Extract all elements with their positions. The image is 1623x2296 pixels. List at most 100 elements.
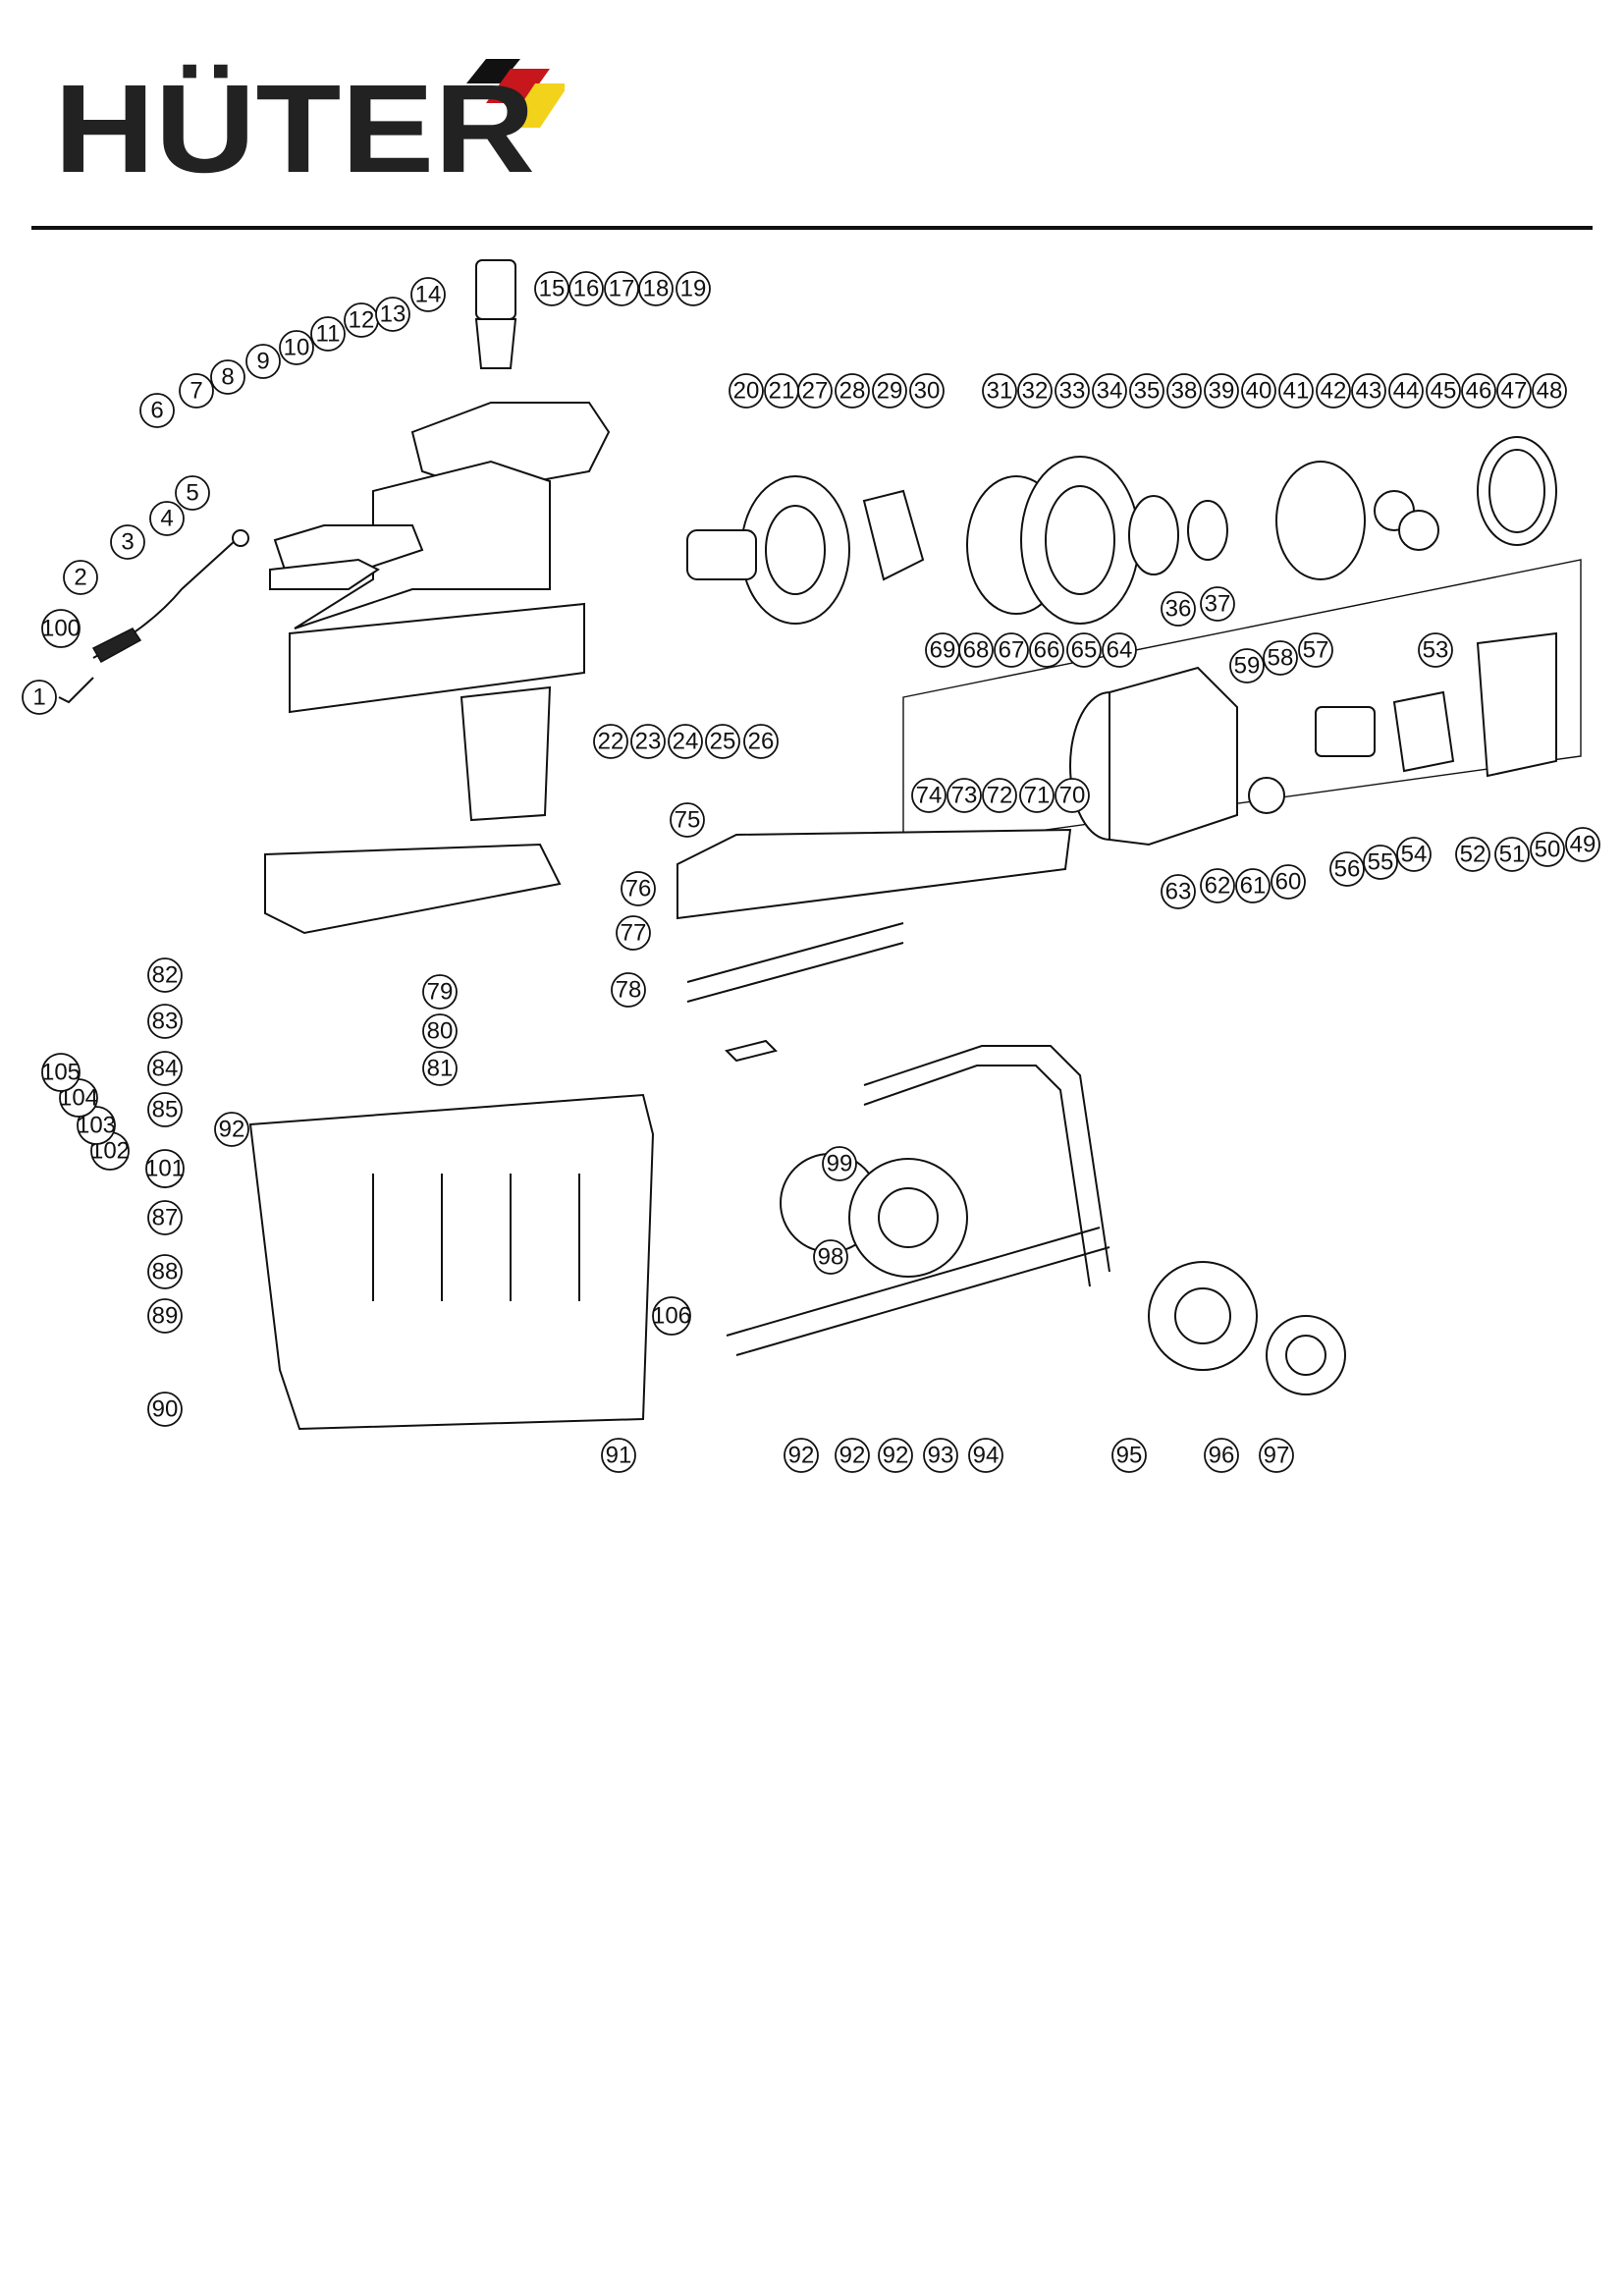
part-label: 23: [630, 724, 666, 759]
part-label: 90: [147, 1392, 183, 1427]
part-label: 79: [422, 974, 458, 1010]
part-label: 92: [784, 1438, 819, 1473]
part-number: 57: [1303, 637, 1329, 664]
part-number: 77: [621, 920, 647, 947]
part-label: 42: [1316, 373, 1351, 409]
part-label: 21: [764, 373, 799, 409]
part-label: 84: [147, 1051, 183, 1086]
part-number: 38: [1171, 378, 1198, 405]
brand-wordmark: HÜTER: [54, 59, 535, 187]
part-number: 26: [748, 729, 775, 755]
part-label: 20: [729, 373, 764, 409]
part-label: 54: [1396, 837, 1432, 872]
part-label: 38: [1166, 373, 1202, 409]
part-number: 87: [152, 1205, 179, 1231]
part-label: 49: [1565, 827, 1600, 862]
part-label: 46: [1461, 373, 1496, 409]
part-label: 69: [925, 632, 960, 668]
part-number: 45: [1431, 378, 1457, 405]
part-label: 58: [1263, 640, 1298, 676]
part-number: 97: [1264, 1443, 1290, 1469]
part-number: 16: [573, 276, 600, 302]
part-label: 36: [1161, 591, 1196, 627]
part-label: 50: [1530, 832, 1565, 867]
part-label: 100: [41, 609, 81, 648]
part-number: 64: [1107, 637, 1133, 664]
part-number: 24: [673, 729, 699, 755]
part-label: 11: [310, 316, 346, 352]
part-number: 79: [427, 979, 454, 1006]
part-label: 76: [621, 871, 656, 906]
part-number: 19: [680, 276, 707, 302]
part-label: 14: [410, 277, 446, 312]
part-label: 66: [1029, 632, 1064, 668]
part-label: 67: [994, 632, 1029, 668]
part-number: 9: [256, 349, 269, 375]
part-number: 100: [41, 616, 81, 642]
part-number: 67: [999, 637, 1025, 664]
part-number: 55: [1368, 849, 1394, 876]
part-number: 32: [1022, 378, 1049, 405]
part-label: 91: [601, 1438, 636, 1473]
part-label: 98: [813, 1239, 848, 1275]
part-label: 35: [1129, 373, 1164, 409]
part-number: 75: [675, 807, 701, 834]
part-number: 82: [152, 962, 179, 989]
part-label: 12: [344, 302, 379, 338]
part-label: 34: [1092, 373, 1127, 409]
part-number: 92: [219, 1117, 245, 1143]
part-label: 89: [147, 1298, 183, 1334]
part-number: 25: [710, 729, 736, 755]
part-number: 23: [635, 729, 662, 755]
part-label: 92: [214, 1112, 249, 1147]
part-label: 83: [147, 1004, 183, 1039]
part-number: 22: [598, 729, 624, 755]
part-label: 6: [139, 393, 175, 428]
part-label: 28: [835, 373, 870, 409]
part-number: 41: [1283, 378, 1310, 405]
part-label: 44: [1388, 373, 1424, 409]
part-label: 87: [147, 1200, 183, 1235]
part-label: 92: [835, 1438, 870, 1473]
part-number: 74: [916, 783, 943, 809]
part-number: 17: [609, 276, 635, 302]
part-number: 10: [284, 335, 310, 361]
part-label: 30: [909, 373, 945, 409]
part-label: 26: [743, 724, 779, 759]
part-number: 44: [1393, 378, 1420, 405]
part-number: 34: [1097, 378, 1123, 405]
part-label: 2: [63, 560, 98, 595]
part-number: 80: [427, 1018, 454, 1045]
part-number: 47: [1501, 378, 1528, 405]
part-number: 88: [152, 1259, 179, 1285]
part-label: 10: [279, 330, 314, 365]
part-label: 70: [1055, 778, 1090, 813]
part-number: 29: [877, 378, 903, 405]
part-label: 57: [1298, 632, 1333, 668]
part-label: 101: [145, 1149, 185, 1188]
part-label: 48: [1532, 373, 1567, 409]
part-number: 99: [827, 1151, 853, 1177]
part-number: 21: [769, 378, 795, 405]
part-number: 49: [1570, 832, 1596, 858]
part-number: 95: [1116, 1443, 1143, 1469]
part-label: 72: [982, 778, 1017, 813]
part-number: 30: [914, 378, 941, 405]
part-label: 73: [947, 778, 982, 813]
part-label: 45: [1426, 373, 1461, 409]
part-number: 36: [1165, 596, 1192, 623]
part-label: 18: [638, 271, 674, 306]
part-number: 1: [32, 684, 45, 711]
part-label: 7: [179, 373, 214, 409]
part-label: 93: [923, 1438, 958, 1473]
part-label: 63: [1161, 874, 1196, 909]
part-label: 53: [1418, 632, 1453, 668]
part-label: 77: [616, 915, 651, 951]
part-number: 8: [221, 364, 234, 391]
part-number: 46: [1466, 378, 1492, 405]
part-number: 94: [973, 1443, 1000, 1469]
part-number: 40: [1246, 378, 1272, 405]
parts-drawing: [58, 259, 1582, 1431]
part-label: 68: [958, 632, 994, 668]
